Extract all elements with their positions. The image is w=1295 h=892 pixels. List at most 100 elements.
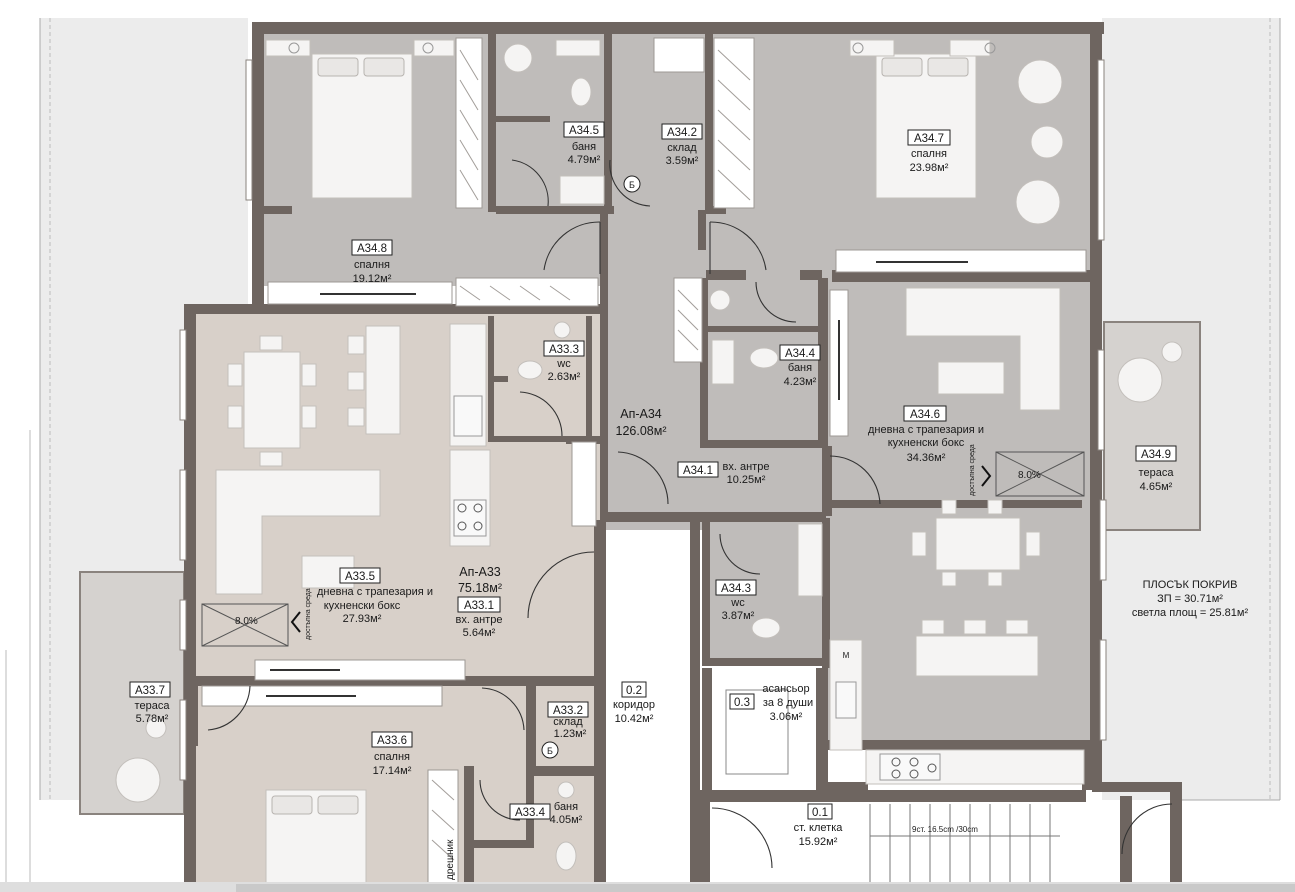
label-r02: 0.2 коридор 10.42м² xyxy=(613,681,655,725)
ramp-arrow-icon xyxy=(981,465,992,487)
room-name: баня xyxy=(788,362,812,374)
ramp-slope: 8.0% xyxy=(1018,470,1041,481)
room-name: вх. антре xyxy=(456,614,503,626)
room-area: 10.25м² xyxy=(727,474,766,486)
room-area: 3.87м² xyxy=(722,610,755,622)
room-name: склад xyxy=(667,142,697,154)
room-code: A34.2 xyxy=(667,127,697,139)
room-area: 3.06м² xyxy=(770,711,803,723)
room-name: wc xyxy=(730,597,745,609)
room-name: асансьор xyxy=(762,683,809,695)
label-a335: A33.5 дневна с трапезария и кухненски бо… xyxy=(317,567,433,625)
label-ap34: Ап-А34 126.08м² xyxy=(616,407,667,438)
bed-a336 xyxy=(265,789,367,892)
label-a341: A34.1 вх. антре 10.25м² xyxy=(677,461,770,486)
room-area: 4.23м² xyxy=(784,376,817,388)
room-area: 10.42м² xyxy=(615,713,654,725)
label-a347: A34.7 спалня 23.98м² xyxy=(907,129,951,174)
label-a343: A34.3 wc 3.87м² xyxy=(715,579,757,622)
bed-a347 xyxy=(849,39,996,199)
label-a348: A34.8 спалня 19.12м² xyxy=(351,239,393,285)
label-ap33: Ап-А33 75.18м² xyxy=(458,565,502,595)
room-name: спалня xyxy=(374,751,410,763)
windows xyxy=(179,59,1107,781)
wardrobes xyxy=(201,37,1087,889)
apartment-name: Ап-А33 xyxy=(459,565,501,579)
label-a337: A33.7 тераса 5.78м² xyxy=(129,681,171,725)
apartment-area: 126.08м² xyxy=(616,424,667,438)
room-area: 23.98м² xyxy=(910,162,949,174)
room-area: 4.05м² xyxy=(550,814,583,826)
room-area: 19.12м² xyxy=(353,273,392,285)
room-code: A34.3 xyxy=(721,583,751,595)
room-name: за 8 души xyxy=(763,697,813,709)
room-code: A33.5 xyxy=(345,571,375,583)
room-name: кухненски бокс xyxy=(324,600,401,612)
label-a332: A33.2 склад 1.23м² xyxy=(547,701,589,740)
doors xyxy=(207,159,1173,869)
label-a346: A34.6 дневна с трапезария и кухненски бо… xyxy=(868,405,984,464)
label-a344: A34.4 баня 4.23м² xyxy=(779,344,821,388)
room-name: дневна с трапезария и xyxy=(868,424,984,436)
room-name: дневна с трапезария и xyxy=(317,586,433,598)
elevator-mark: M xyxy=(843,651,850,660)
store-mark-circle xyxy=(623,175,641,193)
label-a331: A33.1 вх. антре 5.64м² xyxy=(456,596,503,639)
room-code: A33.3 xyxy=(549,344,579,356)
stairs-note: 9ст. 16.5cm /30cm xyxy=(912,825,978,834)
room-code: A33.2 xyxy=(553,705,583,717)
furniture xyxy=(115,39,1183,892)
bed-a348 xyxy=(265,39,455,199)
room-name: баня xyxy=(572,141,596,153)
apartment-area: 75.18м² xyxy=(458,581,502,595)
room-area: 5.64м² xyxy=(463,627,496,639)
room-area: 27.93м² xyxy=(343,613,382,625)
label-a333: A33.3 wc 2.63м² xyxy=(543,340,585,383)
room-area: 4.65м² xyxy=(1140,481,1173,493)
room-code: A33.4 xyxy=(515,807,546,819)
ramp-slope: 8.0% xyxy=(235,616,258,627)
stairs xyxy=(869,804,1060,892)
room-area: 4.79м² xyxy=(568,154,601,166)
wardrobe-label: дрешник xyxy=(445,839,456,880)
room-name: вх. антре xyxy=(723,461,770,473)
scroll-track xyxy=(236,884,1295,892)
room-area: 17.14м² xyxy=(373,765,412,777)
store-mark-circle xyxy=(541,741,559,759)
apartment-name: Ап-А34 xyxy=(620,407,662,421)
ramp-arrow-icon xyxy=(290,611,301,633)
room-name: кухненски бокс xyxy=(888,437,965,449)
room-area: 34.36м² xyxy=(907,452,946,464)
room-code: A34.1 xyxy=(683,465,713,477)
room-area: 5.78м² xyxy=(136,713,169,725)
room-name: склад xyxy=(553,716,583,728)
room-name: тераса xyxy=(1139,467,1175,479)
room-code: A33.1 xyxy=(464,600,494,612)
label-r03: 0.3 асансьор за 8 души 3.06м² xyxy=(729,683,813,723)
room-name: баня xyxy=(554,801,578,813)
room-code: A34.9 xyxy=(1141,449,1171,461)
label-r01: 0.1 ст. клетка 15.92м² xyxy=(794,803,844,848)
room-name: коридор xyxy=(613,699,655,711)
label-a349: A34.9 тераса 4.65м² xyxy=(1135,445,1177,493)
room-name: ст. клетка xyxy=(794,822,844,834)
room-code: A33.7 xyxy=(135,685,165,697)
room-area: 2.63м² xyxy=(548,371,581,383)
label-a342: A34.2 склад 3.59м² xyxy=(661,123,703,167)
room-area: 15.92м² xyxy=(799,836,838,848)
room-name: wc xyxy=(556,358,571,370)
roof-line-2: светла площ = 25.81м² xyxy=(1132,607,1249,619)
label-roof: ПЛОСЪК ПОКРИВ ЗП = 30.71м² светла площ =… xyxy=(1132,579,1249,619)
room-code: A34.4 xyxy=(785,348,816,360)
room-labels: A34.8 спалня 19.12м² A34.5 баня 4.79м² A… xyxy=(129,121,1249,880)
room-area: 3.59м² xyxy=(666,155,699,167)
room-name: спалня xyxy=(354,259,390,271)
room-code: A34.5 xyxy=(569,125,599,137)
roof-title: ПЛОСЪК ПОКРИВ xyxy=(1143,579,1238,591)
label-a345: A34.5 баня 4.79м² xyxy=(563,121,605,166)
room-code: 0.3 xyxy=(734,697,750,709)
access-note: достъпна среда xyxy=(969,444,976,496)
access-note: достъпна среда xyxy=(305,588,312,640)
room-code: A34.6 xyxy=(910,409,940,421)
